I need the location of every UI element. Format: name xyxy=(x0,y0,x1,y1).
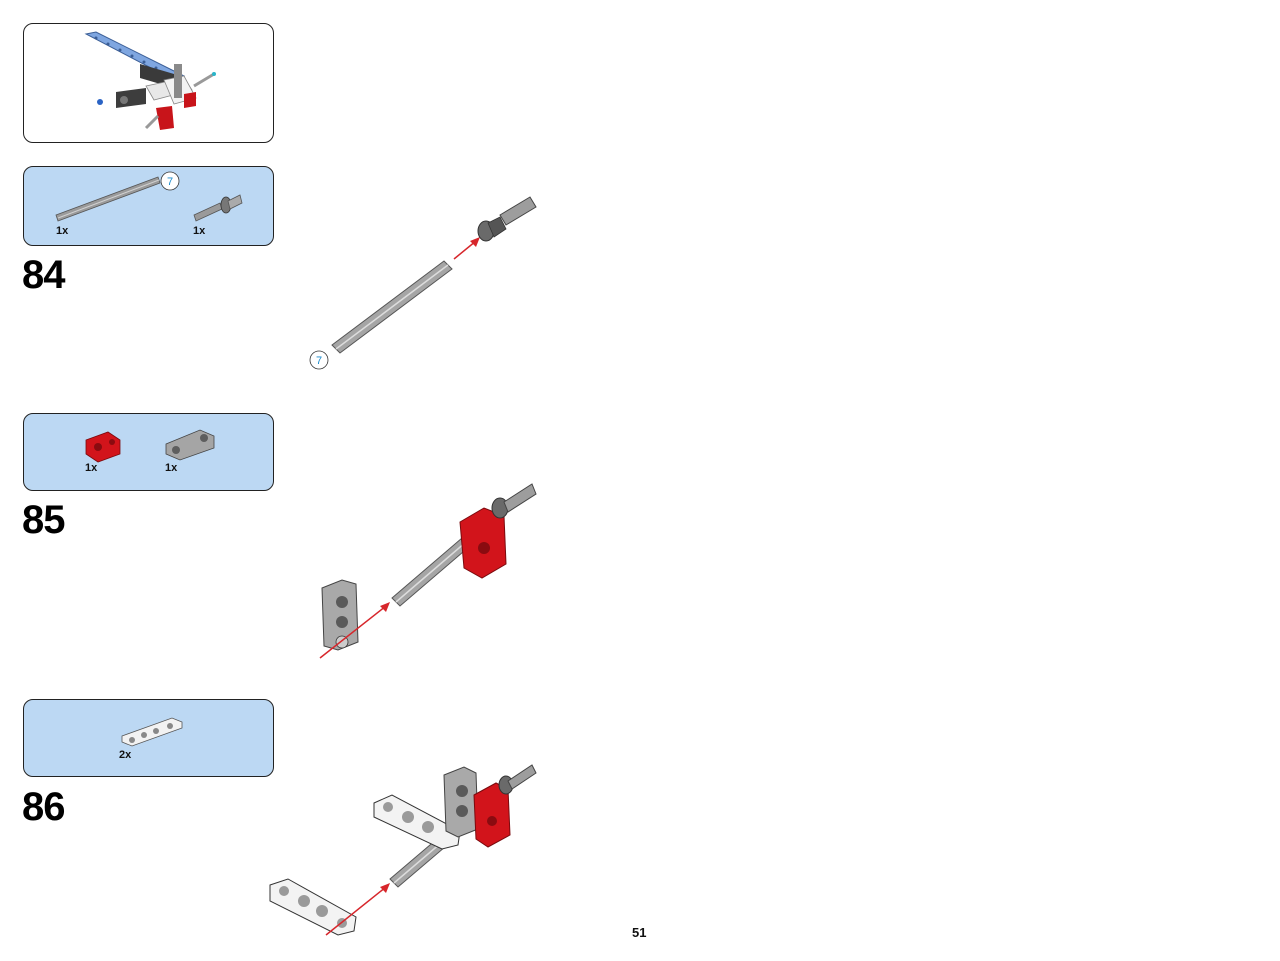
step-number-86: 86 xyxy=(22,785,65,829)
step-85-red-qty: 1x xyxy=(85,462,98,474)
red-cross-block-image xyxy=(85,431,121,463)
step-85-illustration xyxy=(319,483,537,659)
assembly-preview-panel xyxy=(23,23,274,143)
step-85-parts-list xyxy=(23,413,274,491)
assembly-preview-image xyxy=(84,31,216,130)
grey-connector-image xyxy=(165,429,215,461)
step-84-parts-list: 7 xyxy=(23,166,274,246)
step-86-parts-list xyxy=(23,699,274,777)
white-beam-image xyxy=(121,717,183,747)
axle-part-image: 7 xyxy=(55,171,180,222)
step-number-85: 85 xyxy=(22,498,65,542)
step-84-pin-qty: 1x xyxy=(193,225,206,237)
axle-pin-part-image xyxy=(193,194,243,222)
step-84-illustration: 7 xyxy=(309,196,537,370)
step-86-illustration xyxy=(269,764,537,936)
step-85-grey-qty: 1x xyxy=(165,462,178,474)
step-86-beam-qty: 2x xyxy=(119,749,132,761)
page-number: 51 xyxy=(632,925,647,940)
step-84-axle-qty: 1x xyxy=(56,225,69,237)
step-number-84: 84 xyxy=(22,253,65,297)
callout-length-badge: 7 xyxy=(316,355,322,367)
axle-length-badge: 7 xyxy=(167,176,173,188)
